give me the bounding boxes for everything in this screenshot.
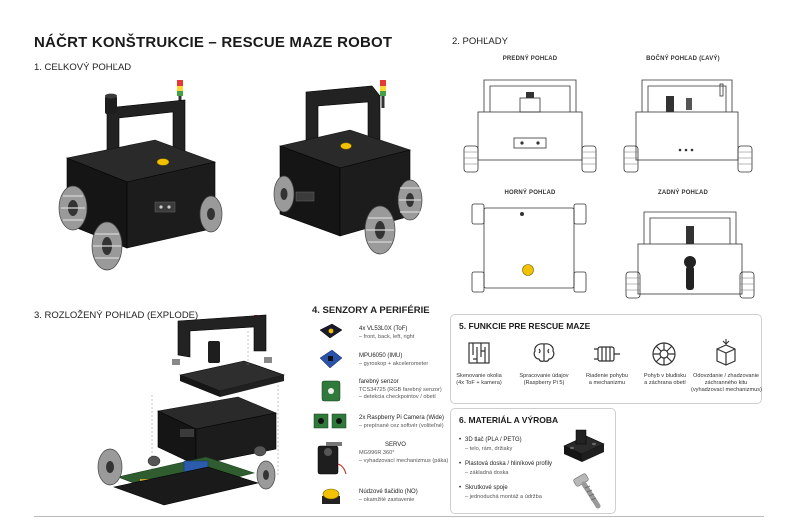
camera-module-icon [313,413,347,429]
view-top-caption: HORNÝ POHĽAD [504,190,556,196]
material-desc-3d-print: – telo, rám, držiaky [465,446,513,452]
material-bullet-3: • [459,485,462,491]
material-bullet-1: • [459,437,462,443]
sensor-desc-imu: – gyroskop + akcelerometer [359,361,429,367]
sensor-desc-camera: – prepínané cez softvér (voliteľné) [359,423,444,429]
material-desc-screws: – jednoduchá montáž a údržba [465,494,542,500]
function-label-process: Spracovanie údajov (Raspberry Pi 5) [519,373,569,386]
sensor-name-tof: 4x VL53L0X (ToF) [359,326,408,332]
functions-card-title: 5. FUNKCIE PRE RESCUE MAZE [459,321,591,331]
material-card: 6. MATERIÁL A VÝROBA • 3D tlač (PLA / PE… [450,408,616,514]
wheel-icon [652,342,676,366]
material-desc-board: – základná doska [465,470,509,476]
sensor-desc-color: – detekcia checkpointov / obetí [359,394,436,400]
function-label-control: Riadenie pohybu a mechanizmu [586,373,628,386]
material-name-screws: Skrutkové spoje [465,485,508,491]
maze-icon [468,342,490,364]
brain-icon [533,343,555,362]
sensor-name-camera: 2x Raspberry Pi Camera (Wide) [359,415,445,421]
material-bullet-2: • [459,461,462,467]
back-view-drawing [625,211,755,299]
section-views-heading: 2. POHĽADY [452,36,508,47]
page-title: NÁČRT KONŠTRUKCIE – RESCUE MAZE ROBOT [34,34,393,51]
exploded-view-drawing [97,314,286,506]
material-card-title: 6. MATERIÁL A VÝROBA [459,415,559,425]
material-name-3d-print: 3D tlač (PLA / PETG) [465,437,522,443]
sensor-desc-tof: – front, back, left, right [359,334,415,340]
bottom-divider [34,516,764,517]
view-front-caption: PREDNÝ POHĽAD [502,56,558,62]
function-label-kit: Odovzdanie / zhadzovanie záchranného kit… [691,373,762,393]
sensor-desc-color-model: TCS34725 (RGB farebný senzor) [359,387,442,393]
robot-render-front-left [58,80,223,271]
imu-board-icon [319,349,343,369]
robot-render-front-right [273,80,423,255]
screw-icon [573,473,601,509]
view-back-caption: ZADNÝ POHĽAD [657,190,709,196]
sensor-desc-servo: – vyhadzovací mechanizmus (páka) [359,458,449,464]
functions-card: 5. FUNKCIE PRE RESCUE MAZE Skenovanie ok… [450,314,762,404]
section-exploded-heading: 3. ROZLOŽENÝ POHĽAD (EXPLODE) [34,310,199,321]
tof-sensor-icon [319,323,343,339]
sensor-name-color: farebný senzor [359,379,399,385]
motor-icon [594,346,620,362]
view-side-caption: BOČNÝ POHĽAD (ĽAVÝ) [646,56,720,62]
sensor-desc-servo-model: MG996R 360° [359,450,395,456]
sensor-name-imu: MPU6050 (IMU) [359,353,403,359]
function-label-move: Pohyb v bludisku a záchrana obetí [643,373,687,386]
section-sensors-heading: 4. SENZORY A PERIFÉRIE [312,305,430,316]
color-sensor-icon [321,380,341,402]
sensor-name-servo: SERVO [385,442,406,448]
bracket-part-icon [563,429,605,462]
top-view-drawing [471,203,587,293]
side-view-drawing [623,79,753,173]
sensor-name-emergency: Núdzové tlačidlo (NO) [359,489,418,495]
servo-icon [317,442,347,475]
rescue-kit-icon [716,339,736,366]
section-overall-heading: 1. CELKOVÝ POHĽAD [34,62,132,73]
emergency-button-icon [322,488,340,504]
function-label-scan: Skenovanie okolia (4x ToF + kamera) [456,373,502,386]
material-name-board: Plastová doska / hliníkové profily [465,461,553,467]
sensor-desc-emergency: – okamžité zastavenie [359,497,415,503]
front-view-drawing [463,79,597,173]
